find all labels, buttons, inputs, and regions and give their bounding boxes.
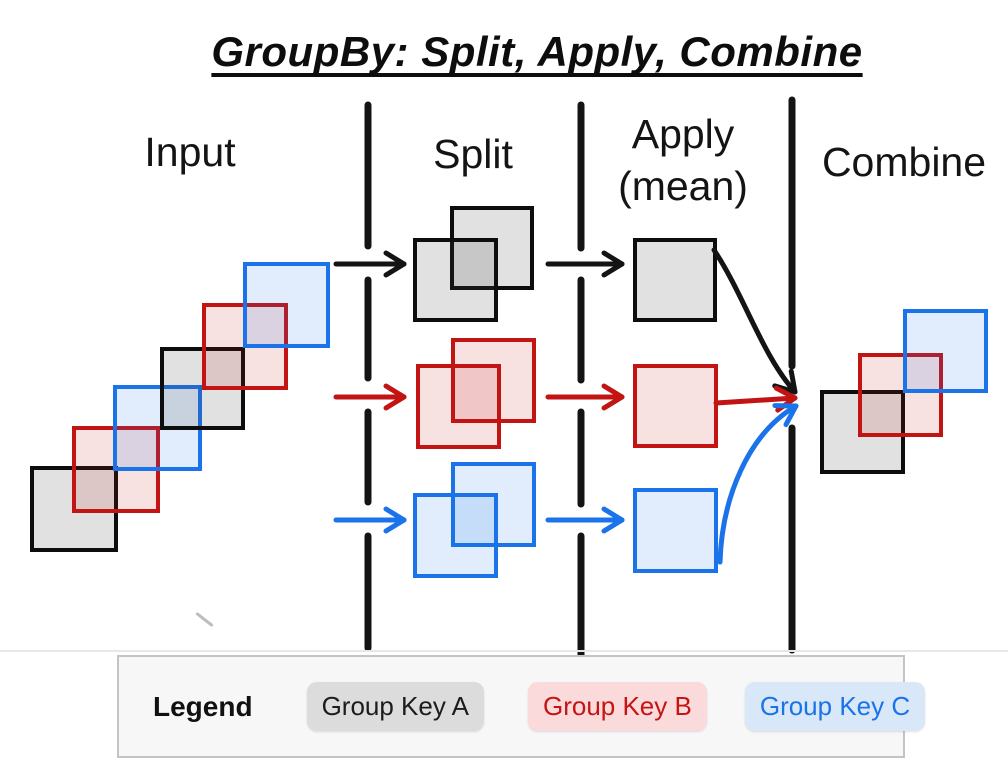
column-header-apply-label: Apply bbox=[631, 111, 735, 157]
combine-square-b bbox=[858, 353, 943, 437]
faint-divider-line bbox=[0, 650, 1008, 652]
arrow-apply-to-combine-a bbox=[711, 247, 798, 395]
apply-square-a bbox=[633, 238, 717, 322]
column-header-apply-sublabel: (mean) bbox=[618, 163, 748, 209]
legend-title: Legend bbox=[153, 690, 253, 722]
combine-square-a bbox=[820, 390, 905, 474]
apply-square-b bbox=[633, 364, 718, 448]
column-header-input: Input bbox=[144, 129, 236, 175]
split-group-a-back-square bbox=[450, 206, 534, 290]
split-group-a-front-square bbox=[413, 238, 498, 322]
legend-item-group-key-b: Group Key B bbox=[527, 682, 707, 731]
input-square-c2 bbox=[243, 262, 330, 348]
legend-item-group-key-a: Group Key A bbox=[306, 682, 484, 731]
column-header-split: Split bbox=[433, 131, 513, 177]
split-group-c-back-square bbox=[451, 462, 536, 547]
split-group-b-front-square bbox=[416, 364, 501, 449]
legend-box: Legend Group Key A Group Key B Group Key… bbox=[117, 655, 926, 758]
page-title: GroupBy: Split, Apply, Combine bbox=[211, 28, 863, 75]
apply-square-c bbox=[633, 488, 718, 573]
split-group-c-front-square bbox=[413, 493, 498, 578]
arrow-apply-to-combine-c bbox=[717, 403, 799, 565]
legend-item-group-key-c: Group Key C bbox=[744, 682, 926, 731]
split-group-b-back-square bbox=[451, 338, 536, 423]
column-header-combine: Combine bbox=[821, 139, 987, 185]
stray-pen-mark bbox=[195, 611, 214, 628]
combine-square-c bbox=[903, 309, 988, 393]
arrow-apply-to-combine-b bbox=[713, 385, 798, 413]
column-header-apply: Apply (mean) bbox=[597, 108, 769, 212]
